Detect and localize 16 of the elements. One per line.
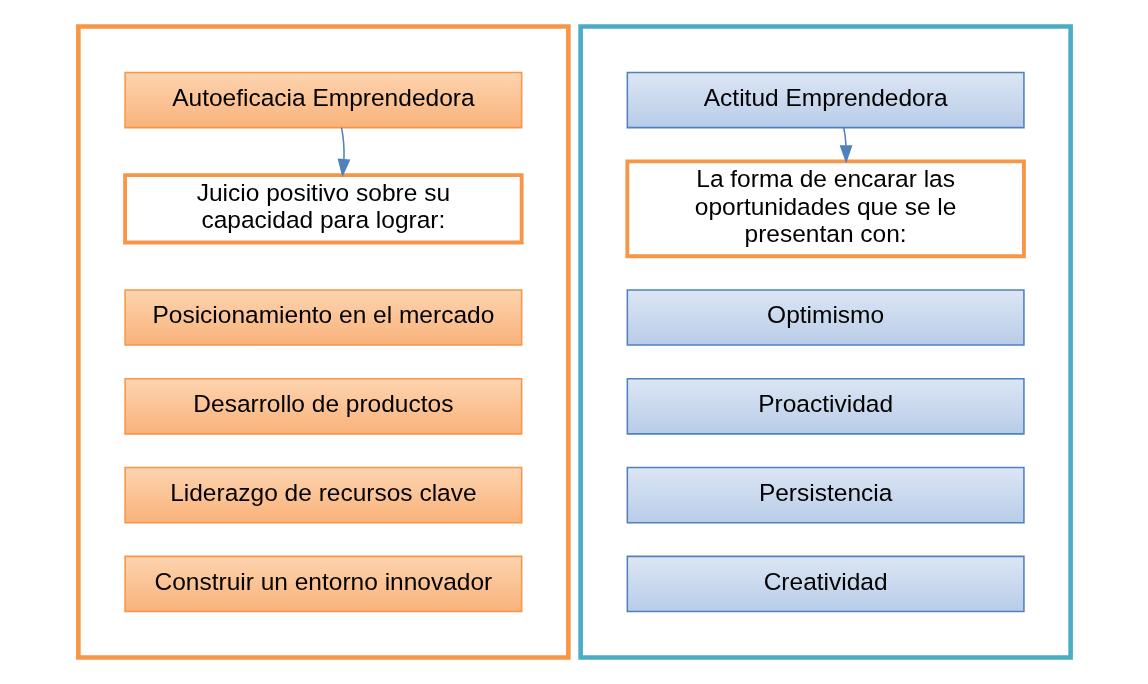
arrow [337, 126, 350, 178]
node-box: La forma de encarar las oportunidades que se le presentan con: [624, 159, 1026, 259]
node-box: Persistencia [626, 466, 1025, 524]
node-box: Creatividad [626, 555, 1025, 613]
cluster [75, 24, 571, 660]
node-box: Juicio positivo sobre su capacidad para lograr: [122, 173, 524, 245]
node-box: Construir un entorno innovador [123, 555, 522, 613]
node-box: Optimismo [626, 289, 1025, 346]
node-box: Desarrollo de productos [123, 378, 522, 435]
node-box: Actitud Emprendedora [626, 71, 1025, 129]
arrow [839, 126, 852, 164]
node-box: Autoeficacia Emprendedora [123, 71, 522, 129]
node-box: Proactividad [626, 378, 1025, 435]
node-box: Posicionamiento en el mercado [123, 289, 522, 346]
node-box: Liderazgo de recursos clave [123, 466, 522, 524]
cluster [577, 24, 1073, 660]
